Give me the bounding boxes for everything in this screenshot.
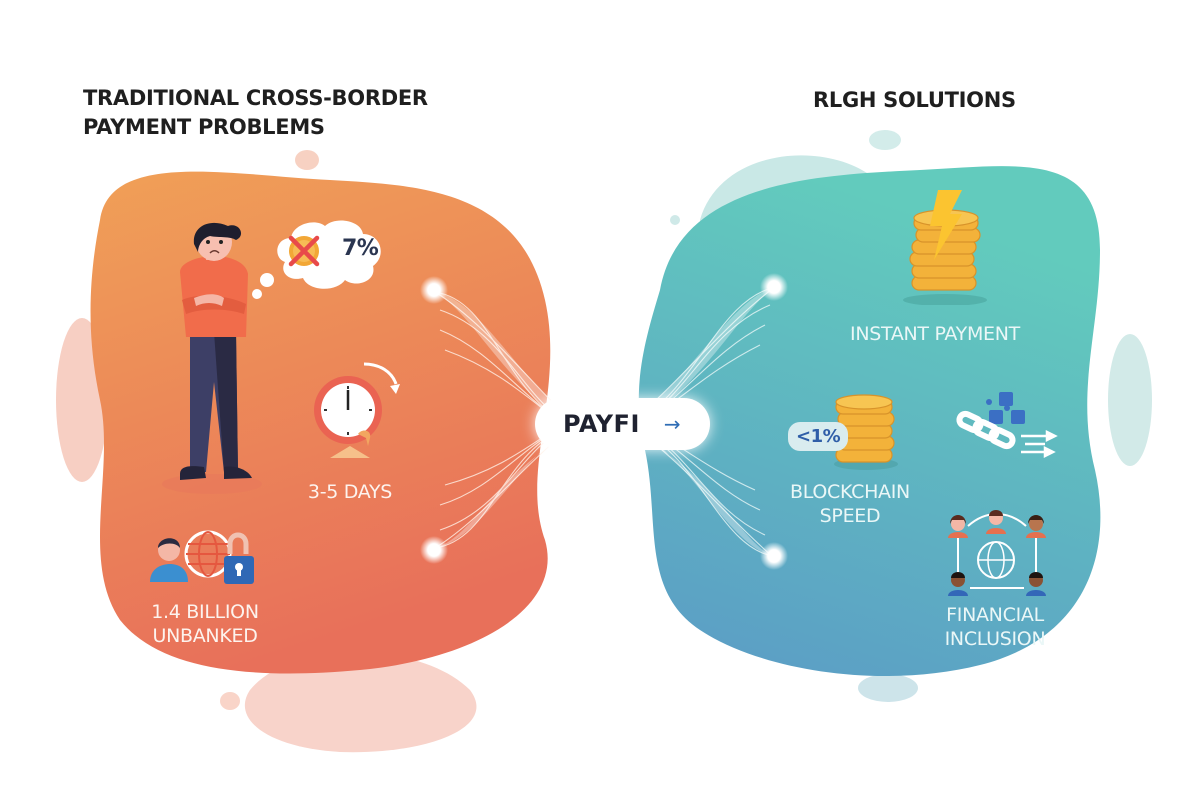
flow-band-right bbox=[640, 432, 772, 556]
unbanked-person-globe-lock-icon bbox=[150, 530, 254, 584]
flow-band-right bbox=[640, 287, 775, 420]
flow-node bbox=[760, 273, 788, 301]
inclusion-label-line2: INCLUSION bbox=[944, 628, 1046, 650]
decor-blob bbox=[869, 130, 901, 150]
blockchain-label-line1: BLOCKCHAIN bbox=[790, 481, 910, 503]
flow-node bbox=[760, 542, 788, 570]
decor-blob bbox=[220, 692, 240, 710]
unbanked-label: 1.4 BILLION UNBANKED bbox=[120, 600, 290, 648]
blockchain-label-line2: SPEED bbox=[819, 505, 881, 527]
flow-band-left bbox=[435, 292, 565, 420]
payfi-label: PAYFI bbox=[563, 410, 640, 438]
decor-blob bbox=[295, 150, 319, 170]
problems-title-line2: PAYMENT PROBLEMS bbox=[83, 115, 325, 139]
decor-blob bbox=[244, 652, 477, 753]
decor-blob bbox=[1108, 334, 1152, 466]
fee-badge: <1% bbox=[788, 422, 849, 451]
payfi-connector[interactable]: PAYFI → bbox=[535, 398, 710, 450]
problems-title-line1: TRADITIONAL CROSS-BORDER bbox=[83, 86, 428, 110]
unbanked-label-line1: 1.4 BILLION bbox=[151, 601, 259, 623]
lightning-coin-stack-icon bbox=[903, 190, 987, 305]
blockchain-speed-label: BLOCKCHAIN SPEED bbox=[770, 480, 930, 528]
decor-blob bbox=[858, 674, 918, 702]
fee-value: 7% bbox=[342, 236, 379, 261]
flow-node bbox=[420, 276, 448, 304]
coin-stack-icon bbox=[834, 394, 898, 470]
problems-title: TRADITIONAL CROSS-BORDER PAYMENT PROBLEM… bbox=[83, 84, 428, 142]
flow-node bbox=[420, 536, 448, 564]
blockchain-chain-icon bbox=[956, 392, 1058, 459]
inclusion-label-line1: FINANCIAL bbox=[946, 604, 1044, 626]
clock-icon bbox=[314, 362, 400, 458]
instant-payment-label: INSTANT PAYMENT bbox=[850, 323, 1020, 345]
financial-inclusion-label: FINANCIAL INCLUSION bbox=[915, 603, 1075, 651]
frustrated-person-icon bbox=[162, 222, 262, 494]
people-network-globe-icon bbox=[948, 510, 1046, 596]
delay-label: 3-5 DAYS bbox=[307, 481, 393, 503]
unbanked-label-line2: UNBANKED bbox=[152, 625, 258, 647]
decor-blob bbox=[670, 215, 680, 225]
solutions-title: RLGH SOLUTIONS bbox=[813, 88, 1016, 112]
arrow-right-icon: → bbox=[663, 412, 681, 436]
crossed-coin-icon bbox=[288, 235, 320, 267]
